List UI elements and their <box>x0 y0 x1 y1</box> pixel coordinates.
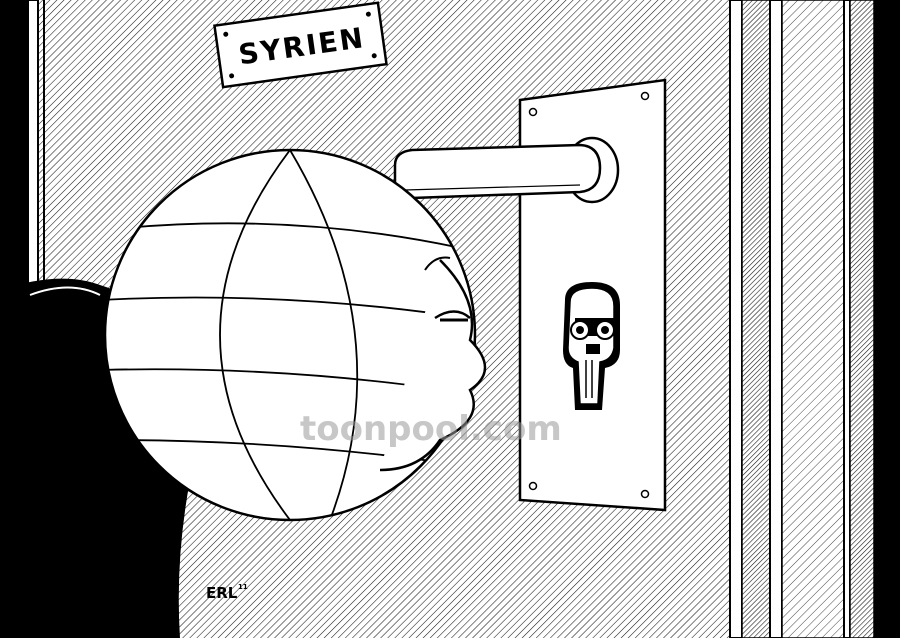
signature-name: ERL <box>206 584 238 602</box>
signature-year: 11 <box>238 583 248 591</box>
globe-head-icon <box>103 148 487 522</box>
door-handle-icon <box>393 136 620 204</box>
watermark: toonpool.com <box>300 409 562 449</box>
door-sign: SYRIEN <box>213 1 388 89</box>
keyhole-skull-icon <box>563 282 620 410</box>
signature: ERL 11 <box>206 583 248 602</box>
watermark-text: toonpool.com <box>300 409 562 449</box>
